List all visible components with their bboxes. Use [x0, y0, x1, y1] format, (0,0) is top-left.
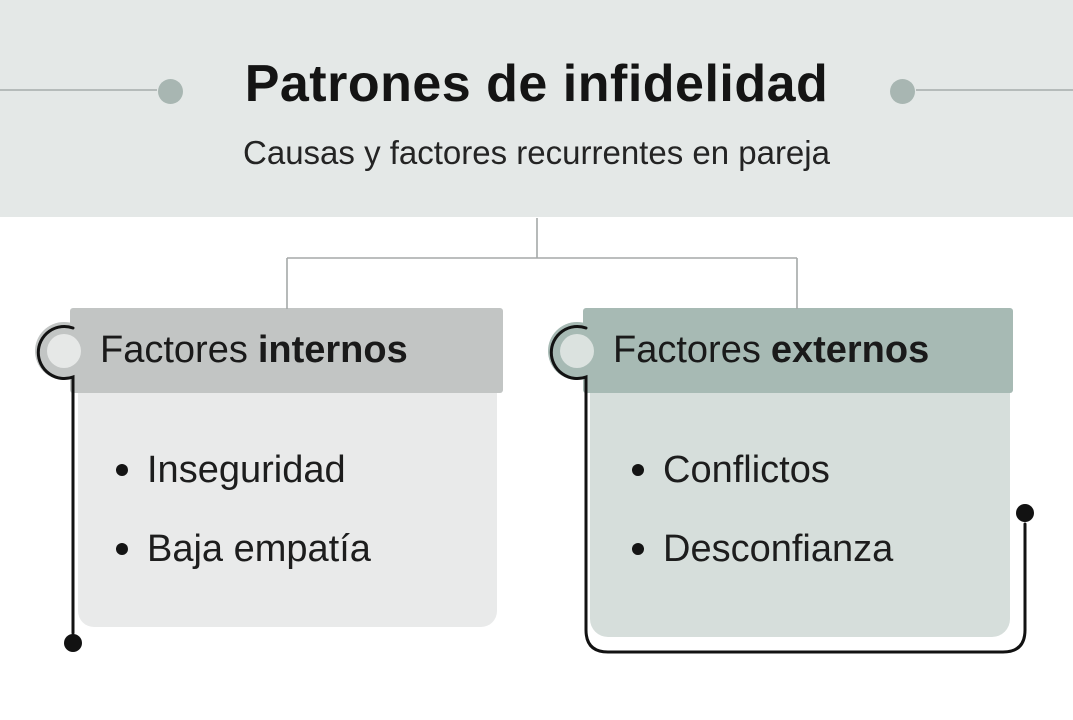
page-title: Patrones de infidelidad: [244, 55, 829, 113]
list-item: Desconfianza: [632, 526, 893, 572]
list-item-label: Desconfianza: [663, 527, 894, 570]
external-card-body: [590, 393, 1010, 637]
external-card-title-bold: externos: [770, 329, 930, 371]
title-accent-line-left: [0, 89, 157, 91]
external-card-title-regular: Factores: [613, 329, 761, 371]
list-item: Conflictos: [632, 447, 830, 493]
internal-card-title-regular: Factores: [100, 329, 248, 371]
internal-card-body: [78, 393, 497, 627]
header-band: Patrones de infidelidad Causas y factore…: [0, 0, 1073, 217]
list-item: Inseguridad: [116, 447, 346, 493]
internal-card-pin-inner-circle: [47, 334, 81, 368]
list-item-label: Baja empatía: [147, 527, 371, 570]
list-item-label: Inseguridad: [147, 448, 346, 491]
internal-thread-end-dot: [64, 634, 82, 652]
bullet-dot-icon: [632, 543, 644, 555]
external-card-pin-inner-circle: [560, 334, 594, 368]
external-thread-end-dot: [1016, 504, 1034, 522]
list-item-label: Conflictos: [663, 448, 830, 491]
bullet-dot-icon: [632, 464, 644, 476]
page-subtitle: Causas y factores recurrentes en pareja: [243, 134, 830, 171]
title-accent-dot-left: [158, 79, 183, 104]
bullet-dot-icon: [116, 464, 128, 476]
bullet-dot-icon: [116, 543, 128, 555]
title-accent-dot-right: [890, 79, 915, 104]
internal-card-title-bold: internos: [257, 329, 408, 371]
connector-branch-lines: [286, 218, 798, 309]
internal-card-header: [70, 308, 503, 393]
list-item: Baja empatía: [116, 526, 371, 572]
internal-card-title: Factores internos: [100, 308, 408, 393]
external-card-title: Factores externos: [613, 308, 929, 393]
title-accent-line-right: [916, 89, 1073, 91]
